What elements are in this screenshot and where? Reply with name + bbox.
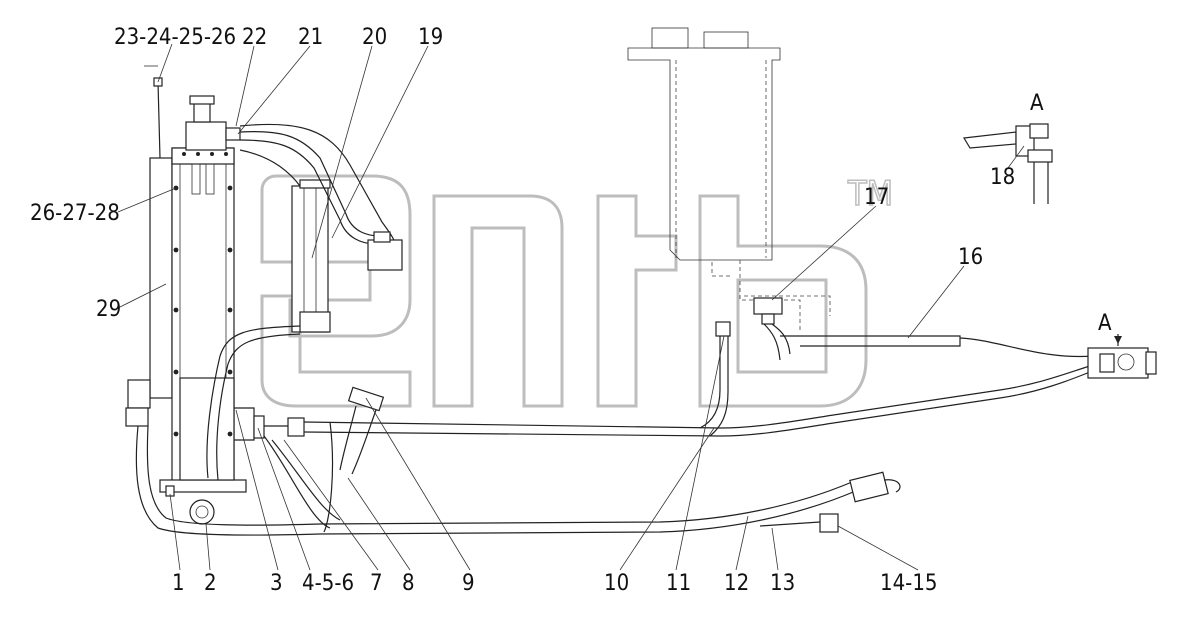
callout-18: 18 [990, 165, 1015, 190]
callout-19: 19 [418, 25, 443, 50]
oil-cooler-column [125, 95, 247, 525]
callout-3: 3 [270, 571, 283, 596]
watermark-tm: TM [847, 174, 893, 214]
callout-21: 21 [298, 25, 323, 50]
callout-10: 10 [604, 571, 629, 596]
callout-22: 22 [242, 25, 267, 50]
callout-23-24-25-26: 23-24-25-26 [114, 25, 236, 50]
leader-lines [117, 43, 1025, 571]
callout-4-5-6: 4-5-6 [302, 571, 354, 596]
callout-labels: 23-24-25-26 22 21 20 19 26-27-28 29 1 2 … [30, 25, 1112, 596]
view-label-a-arrow: A [1098, 311, 1112, 336]
callout-29: 29 [96, 297, 121, 322]
callout-7: 7 [370, 571, 383, 596]
callout-11: 11 [666, 571, 691, 596]
dipstick [144, 65, 163, 159]
callout-20: 20 [362, 25, 387, 50]
hydraulic-tank [627, 27, 831, 330]
callout-2: 2 [204, 571, 217, 596]
bottom-pipes [135, 325, 1091, 536]
filter-block [291, 179, 331, 333]
callout-12: 12 [724, 571, 749, 596]
top-hoses [225, 123, 403, 271]
callout-9: 9 [462, 571, 475, 596]
callout-13: 13 [770, 571, 795, 596]
callout-8: 8 [402, 571, 415, 596]
filler-neck [339, 386, 385, 475]
callout-1: 1 [172, 571, 185, 596]
view-label-a-detail: A [1030, 91, 1044, 116]
valve-right [1087, 334, 1157, 379]
callout-16: 16 [958, 245, 983, 270]
tank-drop-pipe [699, 321, 731, 437]
callout-17: 17 [864, 185, 889, 210]
watermark-logo: TM [260, 173, 894, 408]
cooler-bolts [173, 152, 233, 437]
callout-14-15: 14-15 [880, 571, 938, 596]
callout-26-27-28: 26-27-28 [30, 201, 120, 226]
detail-a-view [963, 123, 1053, 204]
fitting-17 [753, 297, 1095, 361]
